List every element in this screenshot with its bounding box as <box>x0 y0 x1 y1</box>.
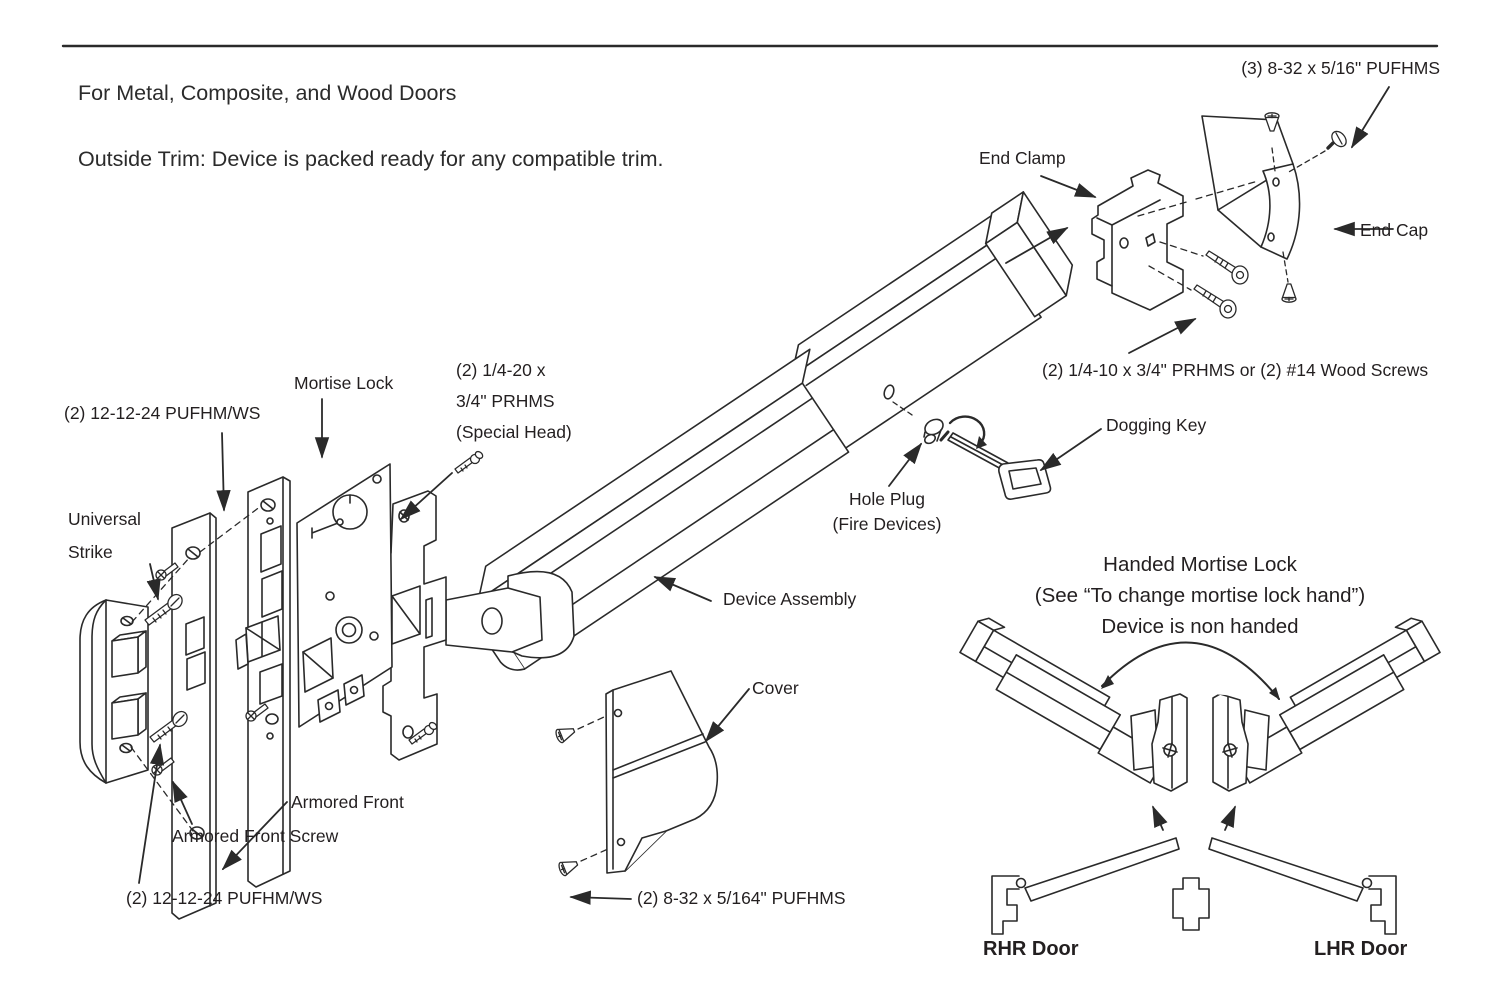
handed-mortise-note: Handed Mortise Lock (See “To change mort… <box>988 549 1412 642</box>
end-clamp-drawing <box>1091 169 1184 311</box>
lhr-door-drawing <box>1208 805 1397 935</box>
prhms-special-line3: (Special Head) <box>456 422 572 442</box>
callout-dogging-key: Dogging Key <box>1106 415 1207 435</box>
dogging-key-drawing <box>939 415 1052 500</box>
device-chassis-drawing <box>382 490 575 761</box>
callout-pufhms-cover: (2) 8-32 x 5/164" PUFHMS <box>637 888 846 908</box>
callout-end-clamp: End Clamp <box>979 148 1066 168</box>
handed-devices-drawing <box>959 617 1441 792</box>
handed-note-line1: Handed Mortise Lock <box>1103 553 1297 576</box>
page-title: For Metal, Composite, and Wood Doors <box>78 81 457 105</box>
rhr-door-label: RHR Door <box>983 938 1079 960</box>
hole-plug-line2: (Fire Devices) <box>832 514 942 534</box>
callout-pufhm-ws-top: (2) 12-12-24 PUFHM/WS <box>64 403 261 423</box>
rhr-door-drawing <box>991 805 1180 935</box>
lock-front-drawing <box>235 476 291 888</box>
lock-assembly-screws <box>130 449 485 832</box>
hole-plug-drawing <box>892 401 944 445</box>
mortise-lock-case-drawing <box>296 463 393 728</box>
callout-mortise-lock: Mortise Lock <box>294 373 394 393</box>
universal-strike-line2: Strike <box>68 542 113 562</box>
cover-screws <box>553 716 609 878</box>
callout-universal-strike: Universal Strike <box>68 503 141 569</box>
end-cap-drawing <box>1201 115 1301 260</box>
callout-pufhm-ws-bottom: (2) 12-12-24 PUFHM/WS <box>126 888 323 908</box>
universal-strike-line1: Universal <box>68 509 141 529</box>
outside-trim-note: Outside Trim: Device is packed ready for… <box>78 147 664 171</box>
cover-drawing <box>605 670 719 874</box>
handed-note-line3: Device is non handed <box>1101 615 1299 638</box>
callout-cover: Cover <box>752 678 799 698</box>
hole-plug-line1: Hole Plug <box>849 489 925 509</box>
universal-strike-drawing <box>79 599 149 784</box>
callout-hole-plug: Hole Plug (Fire Devices) <box>822 487 952 537</box>
lhr-door-label: LHR Door <box>1314 938 1408 960</box>
prhms-special-line2: 3/4" PRHMS <box>456 391 555 411</box>
callout-prhms-or-wood-screws: (2) 1/4-10 x 3/4" PRHMS or (2) #14 Wood … <box>1042 360 1429 380</box>
callout-pufhms-top: (3) 8-32 x 5/16" PUFHMS <box>1241 58 1440 78</box>
leader-arrows <box>138 86 1394 905</box>
handed-note-line2: (See “To change mortise lock hand”) <box>1034 584 1366 607</box>
prhms-special-line1: (2) 1/4-20 x <box>456 360 546 380</box>
callout-armored-front: Armored Front <box>291 792 404 812</box>
mullion-profile-drawing <box>1172 877 1210 931</box>
callout-end-cap: End Cap <box>1360 220 1429 240</box>
callout-device-assembly: Device Assembly <box>723 589 857 609</box>
callout-armored-front-screw: Armored Front Screw <box>172 826 339 846</box>
end-cap-screws <box>1137 112 1347 319</box>
callout-prhms-special: (2) 1/4-20 x 3/4" PRHMS (Special Head) <box>456 355 572 448</box>
dogging-hole <box>883 384 895 400</box>
